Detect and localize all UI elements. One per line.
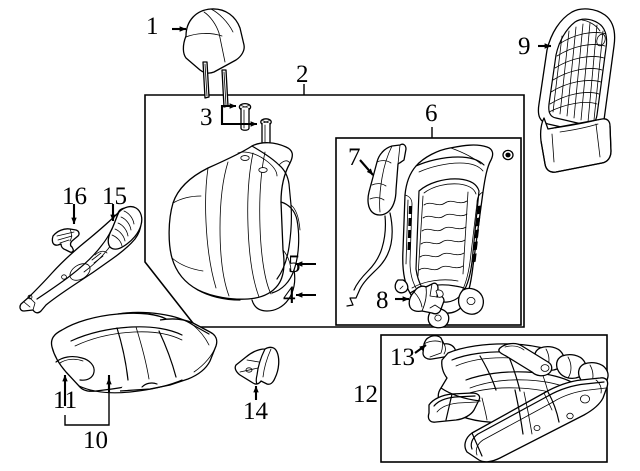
- callout-arrow-7: [359, 159, 374, 176]
- part-recliner-bracket: [408, 282, 445, 315]
- part-seat-back-cushion: [168, 142, 301, 312]
- callout-label-6: 6: [425, 100, 438, 127]
- callout-arrow-13: [414, 344, 427, 354]
- callout-arrow-3: [220, 103, 258, 127]
- callout-label-13: 13: [390, 344, 415, 371]
- part-seat-back-board: [537, 8, 616, 173]
- callout-label-14: 14: [243, 398, 268, 425]
- callout-label-16: 16: [62, 183, 87, 210]
- callout-label-1: 1: [146, 13, 159, 40]
- callout-label-12: 12: [353, 381, 378, 408]
- part-cushion-side-shield: [19, 205, 143, 314]
- callout-label-5: 5: [288, 251, 301, 278]
- callout-label-3: 3: [200, 104, 213, 131]
- part-side-airbag: [346, 143, 407, 307]
- part-seat-track-assembly: [427, 342, 609, 463]
- callout-label-4: 4: [283, 282, 296, 309]
- part-seat-cushion: [50, 311, 218, 394]
- group-box-seat-back-frame: [335, 137, 522, 326]
- group-box-seat-track: [380, 334, 608, 463]
- callout-label-9: 9: [518, 33, 531, 60]
- part-height-adjust-handle: [51, 228, 80, 253]
- callout-label-7: 7: [348, 144, 361, 171]
- group-box-seat-back: [144, 94, 525, 328]
- callout-arrow-10: [64, 375, 112, 426]
- callout-label-15: 15: [102, 183, 127, 210]
- part-recliner-side-cover: [234, 346, 280, 385]
- callout-label-2: 2: [296, 61, 309, 88]
- part-headrest: [182, 8, 245, 108]
- callout-label-11: 11: [53, 387, 78, 414]
- callout-label-10: 10: [83, 427, 108, 454]
- callout-label-8: 8: [376, 287, 389, 314]
